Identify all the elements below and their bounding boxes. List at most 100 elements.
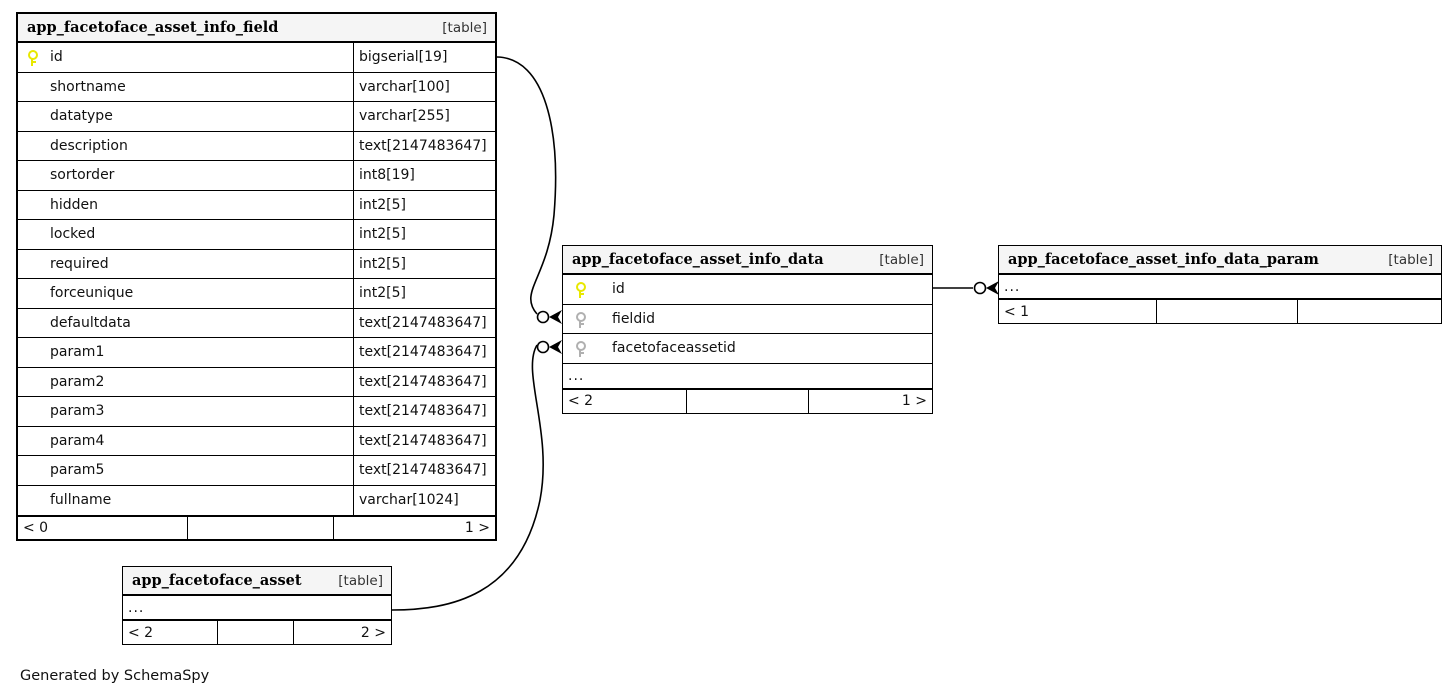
column-type: varchar[100] — [359, 78, 450, 95]
column-name-cell: required — [18, 249, 354, 278]
column-row-param4[interactable]: param4 text[2147483647] — [18, 426, 495, 456]
column-type: bigserial[19] — [359, 49, 448, 66]
table-columns: id fieldid facetofaceassetid ... — [563, 275, 932, 389]
column-row-hidden[interactable]: hidden int2[5] — [18, 190, 495, 220]
column-name: defaultdata — [50, 314, 131, 331]
footer-middle — [218, 621, 294, 644]
edge-asset-to-data-endpoint — [536, 340, 550, 354]
column-type: text[2147483647] — [359, 373, 487, 390]
table-footer: < 2 1 > — [563, 388, 932, 413]
key-icon-primary — [572, 281, 590, 299]
column-type: text[2147483647] — [359, 314, 487, 331]
column-type: text[2147483647] — [359, 462, 487, 479]
edge-asset-to-data-crowfoot — [549, 340, 562, 354]
column-name: description — [50, 137, 128, 154]
column-name-cell: param4 — [18, 426, 354, 455]
column-row-datatype[interactable]: datatype varchar[255] — [18, 102, 495, 132]
column-name-cell: shortname — [18, 72, 354, 101]
column-row-fullname[interactable]: fullname varchar[1024] — [18, 485, 495, 515]
table-app_facetoface_asset[interactable]: app_facetoface_asset [table] ... < 2 2 > — [122, 566, 392, 645]
column-name-cell: param2 — [18, 367, 354, 396]
key-icon-placeholder — [24, 374, 42, 390]
edge-data-to-param-endpoint — [973, 281, 987, 295]
column-row-description[interactable]: description text[2147483647] — [18, 131, 495, 161]
footer-child-count: 1 > — [464, 520, 490, 536]
table-app_facetoface_asset_info_field[interactable]: app_facetoface_asset_info_field [table] … — [16, 12, 497, 541]
column-name-cell: id — [18, 43, 354, 72]
column-name-cell: param5 — [18, 456, 354, 485]
key-icon-placeholder — [24, 315, 42, 331]
column-name: param1 — [50, 344, 105, 361]
column-row-facetofaceassetid[interactable]: facetofaceassetid — [563, 334, 932, 364]
column-name-cell: datatype — [18, 102, 354, 131]
column-name: hidden — [50, 196, 99, 213]
table-app_facetoface_asset_info_data_param[interactable]: app_facetoface_asset_info_data_param [ta… — [998, 245, 1442, 324]
column-name: fullname — [50, 492, 112, 509]
key-icon-placeholder — [24, 433, 42, 449]
table-name: app_facetoface_asset_info_data_param — [1008, 251, 1319, 268]
table-title-bar: app_facetoface_asset [table] — [123, 567, 391, 596]
table-footer: < 0 1 > — [18, 515, 495, 539]
table-columns: ... — [123, 596, 391, 620]
column-name: id — [50, 49, 63, 66]
more-columns-indicator: ... — [123, 596, 391, 620]
column-type: int8[19] — [359, 167, 415, 184]
edge-field-to-data-endpoint — [536, 310, 550, 324]
footer-parent-count: < 2 — [563, 389, 687, 413]
column-name: id — [612, 281, 625, 298]
more-columns-indicator: ... — [999, 275, 1441, 299]
column-row-param1[interactable]: param1 text[2147483647] — [18, 338, 495, 368]
column-name-cell: fieldid — [563, 305, 932, 334]
column-type: text[2147483647] — [359, 137, 487, 154]
key-icon-placeholder — [24, 138, 42, 154]
column-row-param2[interactable]: param2 text[2147483647] — [18, 367, 495, 397]
column-type: varchar[255] — [359, 108, 450, 125]
key-icon-placeholder — [24, 256, 42, 272]
column-name-cell: defaultdata — [18, 308, 354, 337]
column-name-cell: id — [563, 275, 932, 304]
column-row-shortname[interactable]: shortname varchar[100] — [18, 72, 495, 102]
column-type: int2[5] — [359, 196, 406, 213]
table-type-tag: [table] — [879, 251, 924, 268]
table-name: app_facetoface_asset_info_field — [27, 19, 279, 36]
column-name: fieldid — [612, 310, 655, 327]
key-icon-placeholder — [24, 285, 42, 301]
column-row-forceunique[interactable]: forceunique int2[5] — [18, 279, 495, 309]
column-name-cell: hidden — [18, 190, 354, 219]
column-name: param5 — [50, 462, 105, 479]
edge-field-to-data — [496, 56, 557, 315]
column-type: text[2147483647] — [359, 432, 487, 449]
column-name: datatype — [50, 108, 113, 125]
key-icon-placeholder — [24, 79, 42, 95]
column-row-param5[interactable]: param5 text[2147483647] — [18, 456, 495, 486]
column-type: varchar[1024] — [359, 492, 459, 509]
column-row-required[interactable]: required int2[5] — [18, 249, 495, 279]
table-app_facetoface_asset_info_data[interactable]: app_facetoface_asset_info_data [table] i… — [562, 245, 933, 414]
column-name: sortorder — [50, 167, 115, 184]
column-row-locked[interactable]: locked int2[5] — [18, 220, 495, 250]
table-title-bar: app_facetoface_asset_info_data [table] — [563, 246, 932, 275]
column-name-cell: locked — [18, 220, 354, 249]
column-row-fieldid[interactable]: fieldid — [563, 305, 932, 334]
key-icon-placeholder — [24, 344, 42, 360]
column-name-cell: facetofaceassetid — [563, 334, 932, 363]
column-row-id[interactable]: id bigserial[19] — [18, 43, 495, 73]
column-name-cell: sortorder — [18, 161, 354, 190]
key-icon-placeholder — [24, 108, 42, 124]
generator-credit: Generated by SchemaSpy — [20, 668, 210, 684]
column-type: int2[5] — [359, 226, 406, 243]
key-icon-placeholder — [24, 492, 42, 508]
key-icon-foreign — [572, 340, 590, 358]
column-name: facetofaceassetid — [612, 340, 736, 357]
footer-middle — [188, 517, 334, 539]
column-row-sortorder[interactable]: sortorder int8[19] — [18, 161, 495, 191]
column-row-defaultdata[interactable]: defaultdata text[2147483647] — [18, 308, 495, 338]
column-name: param4 — [50, 432, 105, 449]
column-type: int2[5] — [359, 285, 406, 302]
column-name: param2 — [50, 373, 105, 390]
column-row-param3[interactable]: param3 text[2147483647] — [18, 397, 495, 427]
column-row-id[interactable]: id — [563, 275, 932, 305]
column-name-cell: param1 — [18, 338, 354, 367]
footer-child-count: 2 > — [360, 624, 386, 641]
